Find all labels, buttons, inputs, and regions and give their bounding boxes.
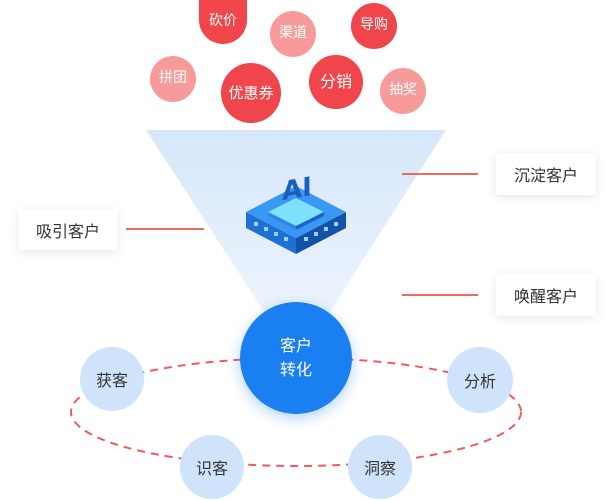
cycle-node-acquire: 获客 — [80, 347, 144, 411]
method-label: 导购 — [360, 17, 388, 34]
method-label: 拼团 — [159, 70, 187, 87]
method-bubble-fenxiao: 分销 — [309, 55, 363, 109]
method-bubble-daogou: 导购 — [351, 3, 397, 49]
cycle-node-label: 识客 — [195, 459, 228, 478]
cycle-node-label: 洞察 — [363, 459, 396, 478]
label-wake-customers: 唤醒客户 — [496, 274, 596, 316]
method-label: 分销 — [319, 72, 352, 92]
connector-line-attract — [126, 228, 204, 230]
label-attract-customers: 吸引客户 — [18, 210, 118, 250]
method-bubble-youhuiquan: 优惠券 — [221, 63, 281, 123]
method-bubble-choujiang: 抽奖 — [380, 68, 426, 114]
method-bubble-qudao: 渠道 — [270, 11, 316, 57]
label-text: 唤醒客户 — [513, 287, 578, 306]
cycle-node-analyze: 分析 — [447, 347, 513, 413]
method-label: 砍价 — [209, 13, 237, 30]
label-text: 沉淀客户 — [513, 166, 578, 185]
method-label: 渠道 — [279, 25, 307, 42]
cycle-node-label: 获客 — [95, 371, 128, 390]
center-line-1: 客户 — [279, 336, 312, 355]
cycle-node-identify: 识客 — [180, 435, 244, 499]
connector-line-wake — [402, 294, 478, 296]
connector-line-retain — [402, 173, 478, 175]
method-bubble-pintuan: 拼团 — [150, 56, 196, 102]
ai-chip-icon: AI — [246, 172, 346, 254]
label-text: 吸引客户 — [35, 222, 100, 241]
cycle-node-insight: 洞察 — [348, 435, 412, 499]
method-bubble-kanjia: 砍价 — [199, 0, 247, 44]
center-conversion-circle: 客户 转化 — [240, 302, 352, 414]
cycle-node-label: 分析 — [463, 372, 496, 391]
ai-chip-text: AI — [282, 172, 312, 207]
method-label: 优惠券 — [228, 83, 274, 102]
label-retain-customers: 沉淀客户 — [496, 153, 596, 195]
center-line-2: 转化 — [279, 360, 312, 379]
method-label: 抽奖 — [389, 82, 417, 99]
